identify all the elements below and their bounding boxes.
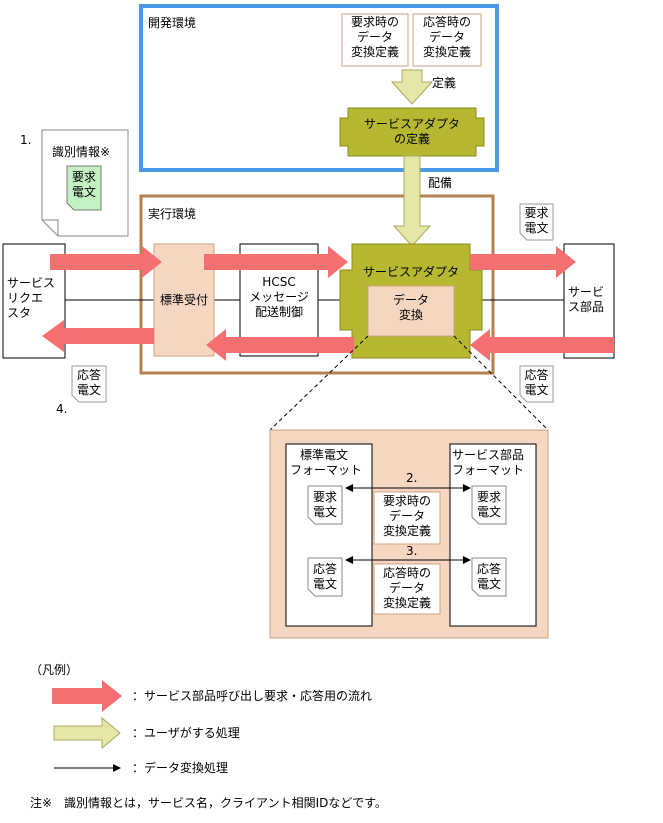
res-arrow-1 bbox=[470, 329, 614, 361]
req-arrow-2 bbox=[204, 246, 348, 278]
detail-response-conv-box bbox=[373, 563, 441, 615]
dev-env-label: 開発環境 bbox=[148, 16, 197, 30]
legend-item-3: ：データ変換処理 bbox=[132, 761, 229, 775]
legend-title: （凡例） bbox=[30, 663, 79, 677]
detail-std-request-doc bbox=[307, 485, 343, 525]
msg-doc-response-left bbox=[71, 365, 107, 403]
msg-request-right-text: 要求電文 bbox=[524, 206, 549, 235]
legend-user-arrow bbox=[53, 716, 121, 750]
step-4: 4. bbox=[56, 402, 68, 416]
detail-response-conv-text: 応答時のデータ変換定義 bbox=[382, 566, 431, 610]
detail-part-request-text: 要求電文 bbox=[476, 490, 501, 519]
msg-doc-request-right bbox=[519, 203, 554, 241]
ident-label: 識別情報※ bbox=[52, 145, 111, 159]
response-conv-def-text: 応答時のデータ変換定義 bbox=[422, 15, 471, 59]
standard-receiver-text: 標準受付 bbox=[159, 293, 208, 307]
ident-request-doc bbox=[66, 165, 102, 211]
requester-text: サービスリクエスタ bbox=[7, 276, 56, 320]
msg-doc-response-right bbox=[519, 365, 554, 403]
req-arrow-3 bbox=[470, 246, 576, 278]
std-format-text: 標準電文フォーマット bbox=[290, 448, 363, 477]
legend-red-arrow bbox=[52, 680, 122, 712]
legend-item-2: ：ユーザがする処理 bbox=[132, 726, 240, 740]
msg-response-left-text: 応答電文 bbox=[76, 368, 101, 397]
legend-item-1: ：サービス部品呼び出し要求・応答用の流れ bbox=[132, 689, 373, 703]
response-conv-def-box bbox=[412, 13, 482, 67]
data-conv-box bbox=[367, 285, 455, 337]
part-format-text: サービス部品フォーマット bbox=[452, 448, 525, 477]
service-part-text: サービス部品 bbox=[568, 285, 605, 314]
data-conv-text: データ変換 bbox=[392, 293, 429, 322]
adapter-def-shape bbox=[339, 107, 485, 157]
detail-part-response-text: 応答電文 bbox=[476, 562, 501, 591]
detail-std-response-text: 応答電文 bbox=[312, 562, 337, 591]
step-1: 1. bbox=[20, 133, 32, 147]
step-3: 3. bbox=[406, 544, 418, 558]
adapter-def-text: サービスアダプタの定義 bbox=[363, 117, 460, 146]
request-conv-def-box bbox=[341, 13, 409, 67]
request-conv-def-text: 要求時のデータ変換定義 bbox=[350, 15, 399, 59]
msg-response-right-text: 応答電文 bbox=[524, 368, 549, 397]
define-arrow bbox=[390, 69, 434, 105]
deploy-arrow bbox=[392, 155, 432, 247]
define-label: 定義 bbox=[432, 76, 457, 90]
detail-std-request-text: 要求電文 bbox=[312, 490, 337, 519]
detail-request-conv-box bbox=[373, 491, 441, 545]
detail-request-conv-text: 要求時のデータ変換定義 bbox=[382, 494, 431, 538]
adapter-text: サービスアダプタ bbox=[362, 265, 459, 279]
detail-part-request-doc bbox=[471, 485, 507, 525]
req-arrow-1 bbox=[50, 246, 162, 278]
footnote: 注※ 識別情報とは，サービス名，クライアント相関IDなどです。 bbox=[30, 796, 387, 810]
detail-part-response-doc bbox=[471, 557, 507, 597]
res-arrow-3 bbox=[42, 320, 154, 352]
exec-env-label: 実行環境 bbox=[148, 207, 197, 221]
res-arrow-2 bbox=[206, 329, 354, 361]
step-2: 2. bbox=[406, 471, 418, 485]
ident-request-text: 要求電文 bbox=[71, 170, 96, 199]
detail-std-response-doc bbox=[307, 557, 343, 597]
deploy-label: 配備 bbox=[428, 176, 453, 190]
